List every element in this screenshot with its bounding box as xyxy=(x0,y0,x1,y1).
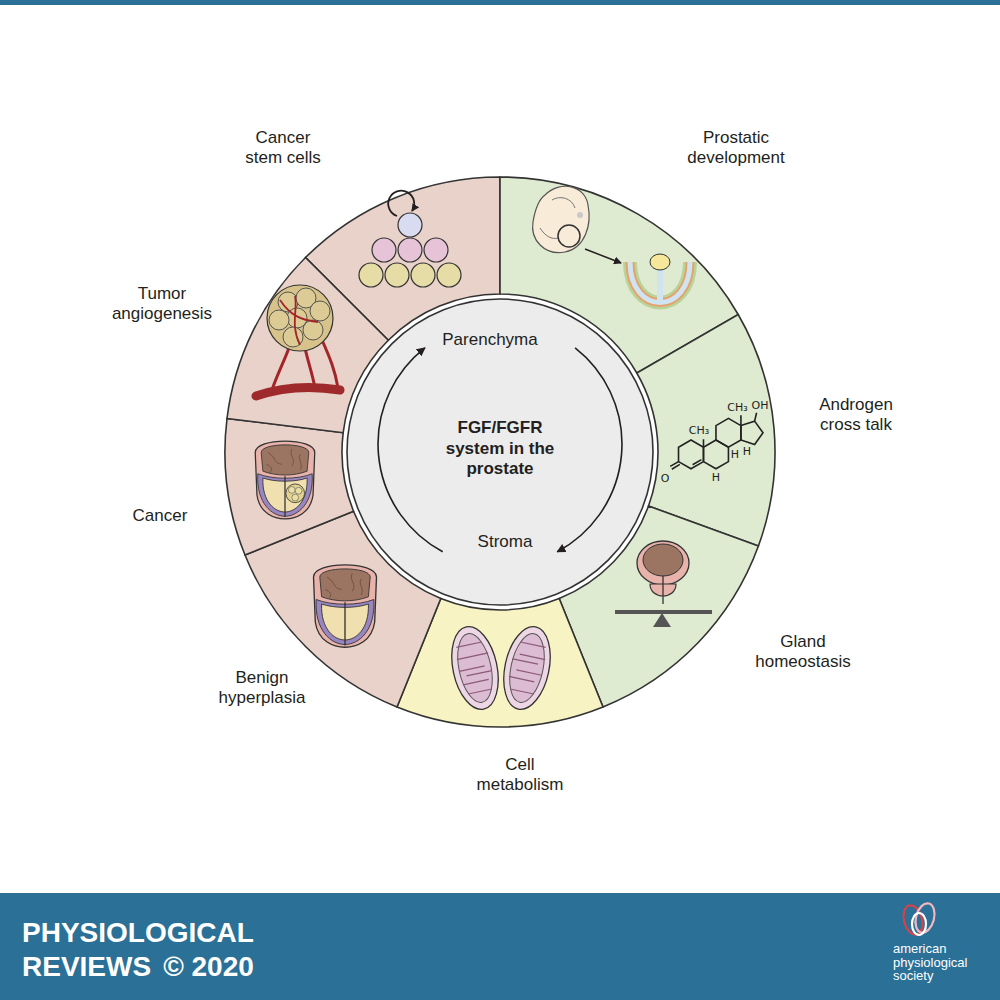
society-logo xyxy=(900,901,937,937)
illustration-part xyxy=(454,641,495,695)
illustration-part xyxy=(255,441,315,519)
illustration-part xyxy=(388,191,414,216)
illustration-part xyxy=(741,421,763,444)
stem-cell-pyramid xyxy=(359,191,461,287)
prostate-with-tumor xyxy=(255,441,315,519)
segment-node: Cancer stem cells xyxy=(236,128,331,169)
illustration-part xyxy=(411,263,435,287)
balanced-gland xyxy=(615,541,712,627)
segment-label: Cancer stem cells xyxy=(236,128,331,169)
center-circle: ParenchymaFGF/FGFR system in the prostat… xyxy=(345,297,655,607)
segment-node: Gland homeostasis xyxy=(751,632,856,673)
illustration-part xyxy=(533,186,589,252)
top-rule xyxy=(0,0,1000,5)
atom-label: CH₃ xyxy=(689,425,709,437)
illustration-part xyxy=(703,413,756,447)
illustration-part xyxy=(359,263,383,287)
illustration-part xyxy=(577,212,583,218)
illustration-part xyxy=(256,388,340,396)
cycle-arrow xyxy=(378,348,443,552)
atom-label: O xyxy=(661,473,670,485)
society-name: american physiological society xyxy=(893,942,981,983)
segment-node: Cell metabolism xyxy=(473,755,568,796)
illustration-part xyxy=(280,296,318,345)
segment-node: Benign hyperplasia xyxy=(212,668,312,709)
illustration-part xyxy=(497,622,558,713)
illustration-part xyxy=(504,630,550,705)
atom-label: H xyxy=(712,472,720,484)
illustration-part xyxy=(225,177,775,727)
tumor-with-vessels xyxy=(256,285,340,396)
illustration-part xyxy=(912,901,937,935)
mitochondria xyxy=(445,622,558,713)
illustration-part xyxy=(452,630,498,705)
illustration-part xyxy=(662,576,663,604)
segment-node: Tumor angiogenesis xyxy=(107,284,217,325)
segment-label: Androgen cross talk xyxy=(811,395,901,436)
illustration-part xyxy=(693,460,702,465)
illustration-part xyxy=(615,610,712,614)
illustration-part xyxy=(653,613,671,627)
illustration-part xyxy=(643,544,683,576)
atom-label: H xyxy=(731,449,739,461)
atom-label: H xyxy=(743,446,751,458)
illustration-part xyxy=(437,263,461,287)
illustration-part xyxy=(506,641,547,695)
segment-label: Tumor angiogenesis xyxy=(107,284,217,325)
illustration-part xyxy=(314,565,377,647)
illustration-part xyxy=(716,418,741,447)
segment-label: Prostatic development xyxy=(671,128,801,169)
center-circle-outline xyxy=(347,299,653,605)
journal-name: REVIEWS xyxy=(22,952,151,981)
embryo-development xyxy=(533,186,690,302)
illustration-part xyxy=(558,225,580,247)
illustration-part xyxy=(424,238,448,262)
illustration-part xyxy=(267,285,333,351)
segment-node: Androgen cross talk xyxy=(811,395,901,436)
illustration-part xyxy=(292,494,299,501)
illustration-part xyxy=(286,484,305,503)
journal-name: PHYSIOLOGICAL xyxy=(22,918,254,947)
illustration-part xyxy=(650,254,670,270)
segment-label: Cancer xyxy=(120,506,200,526)
illustration-part xyxy=(585,249,621,263)
illustration-part xyxy=(670,462,680,470)
illustration-part xyxy=(310,301,330,321)
illustration-part xyxy=(288,487,295,494)
illustration-part xyxy=(497,622,558,713)
illustration-part xyxy=(303,320,323,340)
illustration-part xyxy=(540,198,575,239)
illustration-part xyxy=(295,487,302,494)
illustration-part xyxy=(679,440,704,469)
illustration-part xyxy=(445,622,506,713)
segment-node: Cancer xyxy=(120,506,200,526)
segment-label: Benign hyperplasia xyxy=(212,668,312,709)
atom-label: CH₃ xyxy=(727,402,747,414)
tissue-label: Parenchyma xyxy=(425,330,555,350)
segment-node: Prostatic development xyxy=(671,128,801,169)
center-title: FGF/FGFR system in the prostate xyxy=(430,418,570,479)
cycle-arrow xyxy=(557,348,622,552)
illustration-part xyxy=(912,913,926,935)
illustration-part xyxy=(385,263,409,287)
copyright-year: © 2020 xyxy=(163,952,254,981)
tissue-label: Stroma xyxy=(460,532,550,552)
illustration-part xyxy=(445,622,506,713)
segment-label: Gland homeostasis xyxy=(751,632,856,673)
segment-label: Cell metabolism xyxy=(473,755,568,796)
steroid-structure xyxy=(670,413,763,469)
ring-segment xyxy=(225,419,354,556)
prostate-hyperplasia xyxy=(314,565,377,647)
illustration-part xyxy=(269,310,289,330)
atom-label: OH xyxy=(752,400,769,412)
illustration-part xyxy=(372,238,396,262)
illustration-part xyxy=(398,238,422,262)
illustration-part xyxy=(398,213,422,237)
